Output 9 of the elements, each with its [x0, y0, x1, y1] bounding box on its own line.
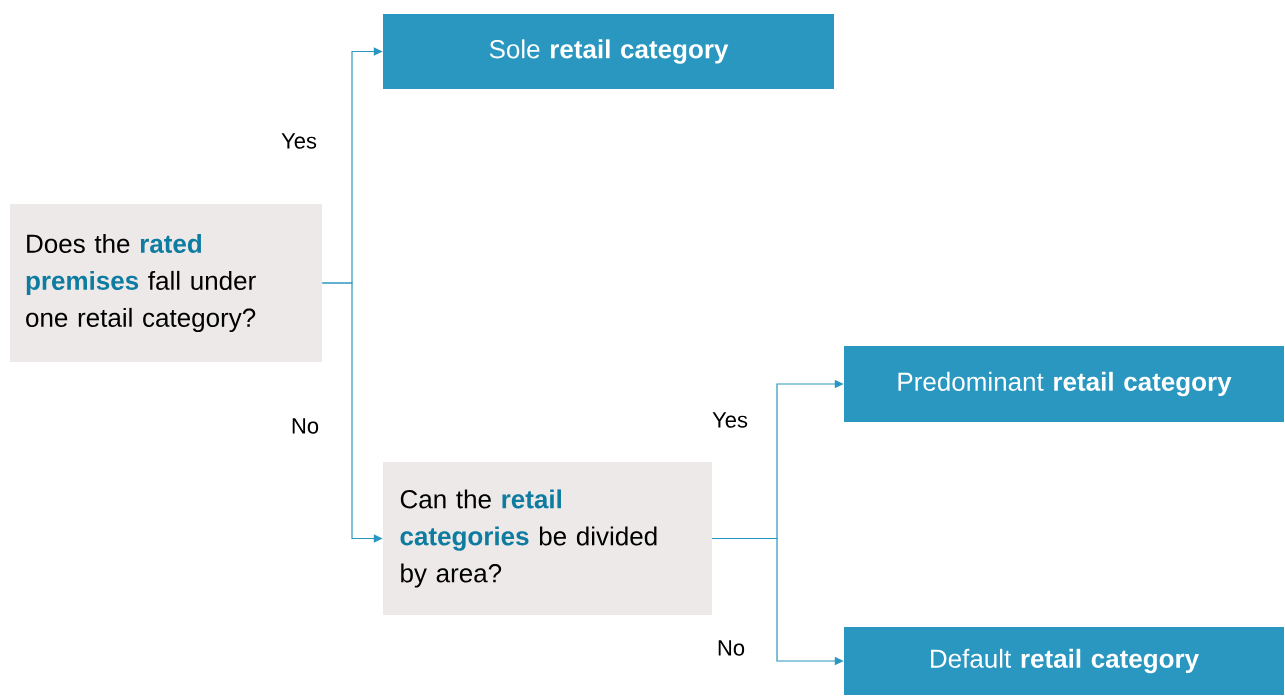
edge-label: Yes — [712, 412, 748, 428]
outcome-box: Sole retail category — [383, 14, 834, 89]
question-box: Does the rated premises fall under one retail category? — [10, 204, 322, 362]
edge-label: Yes — [281, 133, 317, 149]
outcome-box: Default retail category — [844, 627, 1284, 695]
question-box: Can the retail categories be divided by area? — [383, 462, 712, 615]
edge-label: No — [718, 640, 745, 656]
edge-label: No — [292, 418, 319, 434]
outcome-box: Predominant retail category — [844, 346, 1284, 422]
